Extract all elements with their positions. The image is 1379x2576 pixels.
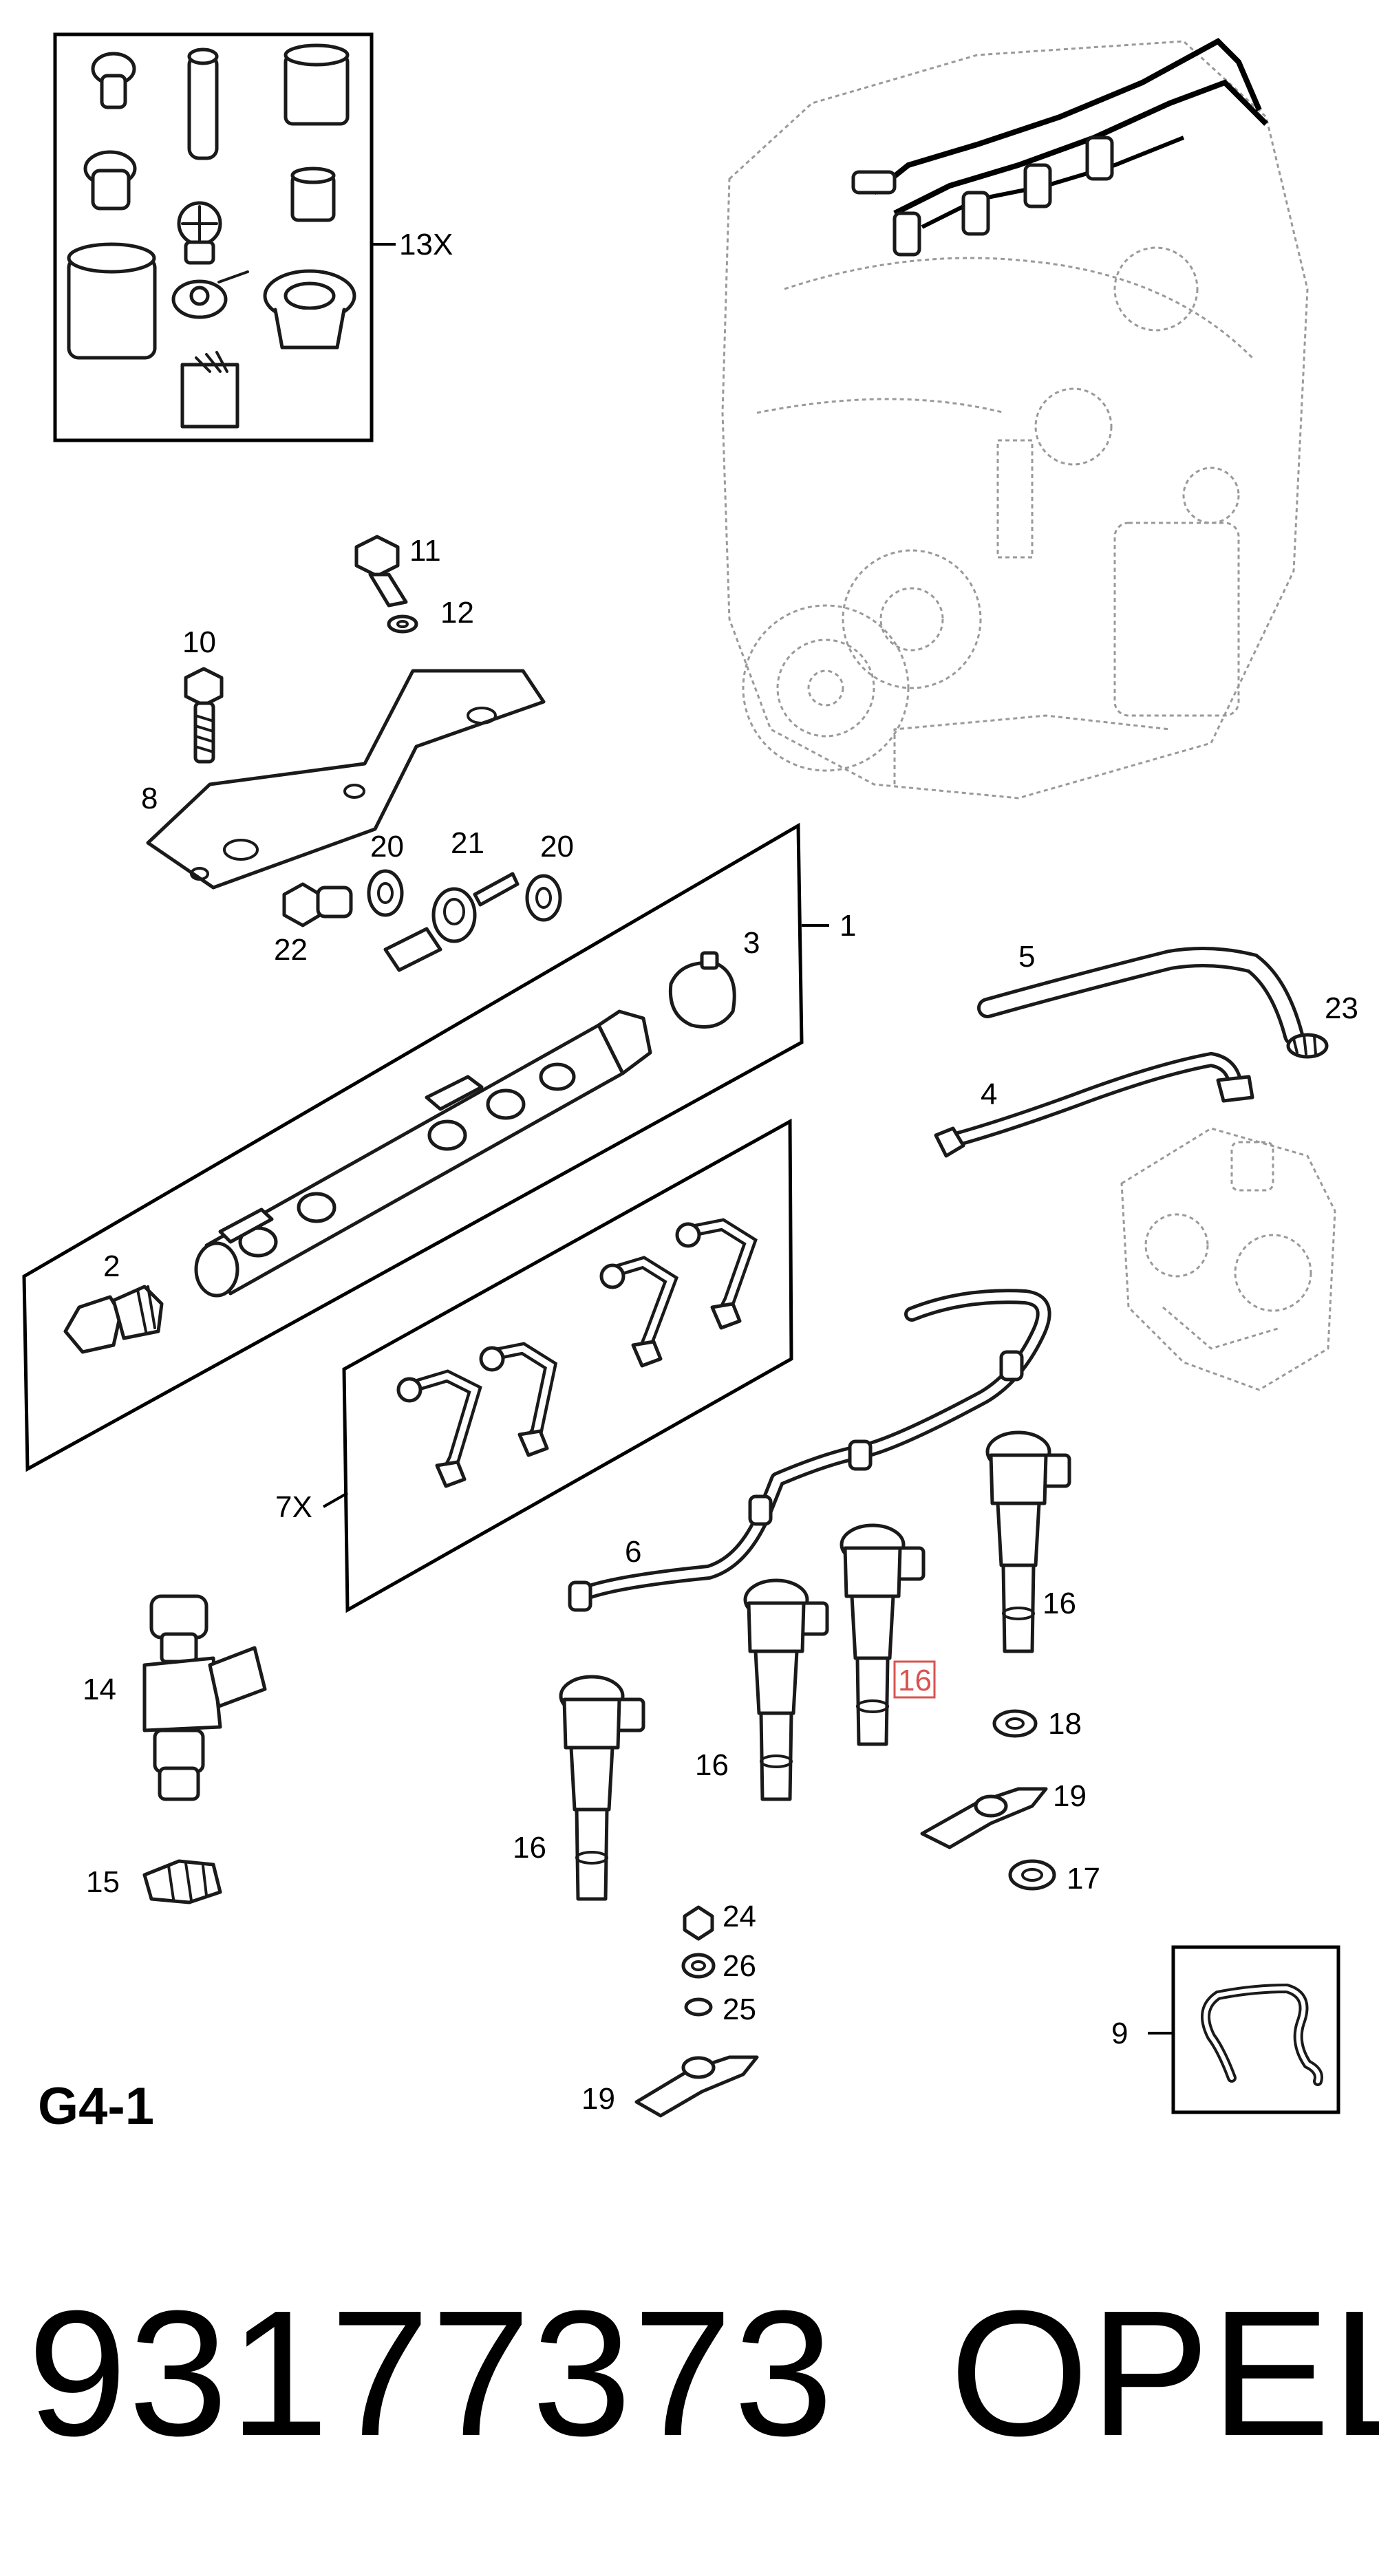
- engine-block-illustration: [721, 40, 1309, 799]
- kit-box-13x: 13X: [53, 32, 453, 442]
- callout-23: 23: [1325, 991, 1358, 1025]
- injector-14: [142, 1594, 267, 1801]
- engine-injectors: [851, 136, 1114, 257]
- callout-19-right: 19: [1053, 1779, 1087, 1813]
- injector-16-a: [559, 1675, 645, 1901]
- callout-14: 14: [83, 1673, 116, 1706]
- seal-washer-18: [992, 1709, 1038, 1738]
- callout-12: 12: [440, 596, 474, 630]
- callout-17: 17: [1067, 1862, 1100, 1896]
- bolt-11: [354, 535, 408, 608]
- screw-plug-22: [282, 882, 353, 927]
- clamp-19-left: [634, 2055, 759, 2118]
- kit-part-sleeve: [187, 47, 219, 160]
- banjo-fitting-21: [383, 872, 520, 972]
- washer-26: [681, 1953, 716, 1979]
- callout-13x: 13X: [399, 228, 453, 261]
- injector-16-d: [985, 1430, 1071, 1653]
- bracket-8: [146, 669, 546, 890]
- callout-16-b: 16: [695, 1748, 729, 1782]
- callout-20-right: 20: [540, 830, 574, 863]
- injection-pipe-1: [396, 1369, 482, 1488]
- highlight-box: [893, 1660, 936, 1699]
- callout-24: 24: [723, 1900, 756, 1933]
- injection-pipe-4: [675, 1218, 758, 1330]
- pipe-bracket-9: [1201, 1983, 1323, 2086]
- fuel-pipe-kit-7x: 7X: [275, 1118, 793, 1613]
- fuel-rail: [194, 1009, 652, 1298]
- callout-26: 26: [723, 1949, 756, 1983]
- callout-25: 25: [723, 1993, 756, 2026]
- protective-cap-3: [668, 951, 736, 1029]
- kit-part-cap-small: [290, 167, 336, 222]
- callout-22: 22: [274, 933, 308, 967]
- seal-ring-20-right: [525, 874, 562, 922]
- injector-16-b: [743, 1578, 829, 1801]
- pressure-sensor-2: [63, 1285, 164, 1354]
- bolt-10: [184, 667, 224, 764]
- return-line-4: [934, 1051, 1254, 1158]
- diagram-group-code: G4-1: [38, 2077, 154, 2136]
- callout-19-left: 19: [581, 2082, 615, 2116]
- part-number: 93177373: [28, 2274, 835, 2473]
- callout-18: 18: [1048, 1707, 1082, 1741]
- clamp-19-right: [920, 1787, 1048, 1849]
- hose-clamp-23: [1286, 1033, 1329, 1059]
- callout-15: 15: [86, 1865, 120, 1899]
- engine-fuel-lines: [851, 38, 1268, 257]
- callout-20-left: 20: [370, 830, 404, 863]
- callout-7x: 7X: [275, 1490, 312, 1524]
- callout-8: 8: [141, 782, 158, 815]
- callout-9: 9: [1111, 2017, 1128, 2050]
- retaining-clip-15: [142, 1859, 222, 1904]
- kit-part-instruction-sheet: [180, 351, 239, 429]
- callout-16-highlighted: 16: [898, 1664, 932, 1697]
- injector-16-c-highlighted: [840, 1523, 926, 1746]
- callout-11: 11: [409, 534, 441, 568]
- kit-part-cap-large: [284, 43, 350, 126]
- high-pressure-pump-illustration: [1120, 1127, 1336, 1391]
- washer-12: [387, 614, 418, 634]
- kit-part-plug: [91, 52, 136, 109]
- fuel-rail-group-1: 1 3 2: [22, 822, 856, 1472]
- callout-6: 6: [625, 1535, 641, 1569]
- part-9-box: 9: [1111, 1945, 1340, 2114]
- callout-1: 1: [840, 909, 856, 943]
- mounting-bracket-assembly: 11 12 10 8: [141, 534, 546, 890]
- callout-3: 3: [743, 926, 760, 960]
- nut-24: [683, 1905, 714, 1941]
- callout-16-d: 16: [1043, 1587, 1076, 1620]
- injection-pipe-2: [479, 1342, 558, 1457]
- seal-washer-17: [1008, 1859, 1056, 1891]
- callout-2: 2: [103, 1249, 120, 1283]
- kit-part-washer-tab: [171, 270, 249, 319]
- leak-off-line-6: [568, 1289, 1051, 1612]
- callout-10: 10: [182, 625, 216, 659]
- callout-4: 4: [981, 1077, 997, 1111]
- callout-21: 21: [451, 826, 484, 860]
- washer-25: [684, 1997, 713, 2017]
- return-line-5: [977, 947, 1304, 1046]
- callout-5: 5: [1018, 940, 1035, 974]
- brand-name: OPEL: [950, 2274, 1379, 2473]
- kit-part-screw: [177, 201, 222, 265]
- kit-part-grommet: [263, 269, 356, 350]
- seal-ring-20-left: [367, 869, 404, 917]
- kit-part-cup: [67, 242, 157, 360]
- injection-pipe-3: [599, 1256, 679, 1368]
- kit-part-bushing: [83, 150, 137, 211]
- callout-16-a: 16: [513, 1831, 546, 1865]
- fitting-group-20-22: 22 20 21 20: [274, 826, 574, 972]
